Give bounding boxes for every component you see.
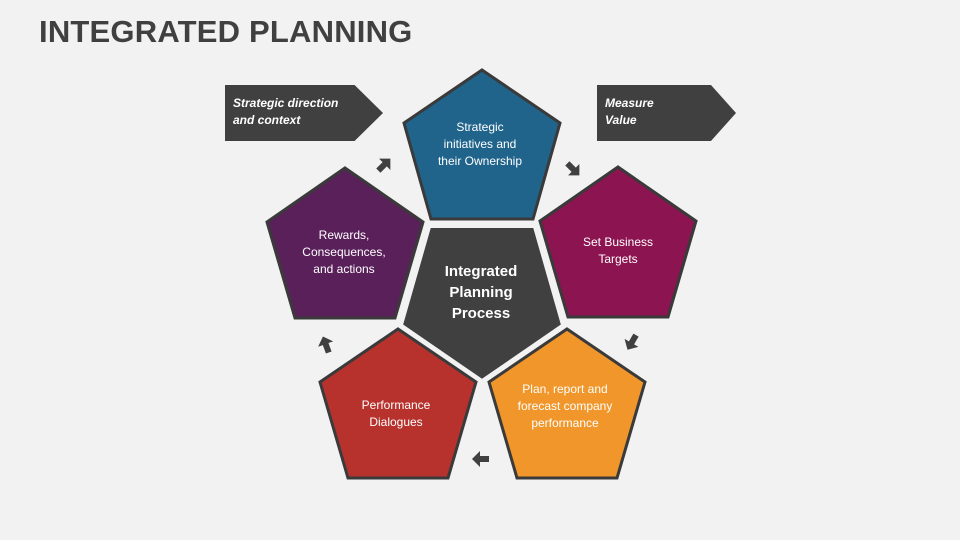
pentagon-rewards-consequences	[265, 166, 425, 320]
arrow-1-icon	[376, 158, 391, 173]
measure-value-tag: Measure Value	[597, 85, 736, 141]
arrow-4-icon	[472, 451, 489, 467]
step-label-rewards-consequences: Rewards, Consequences, and actions	[302, 228, 386, 276]
pentagon-performance-dialogues	[318, 327, 478, 480]
step-label-strategic-initiatives: Strategic initiatives and their Ownershi…	[437, 120, 523, 168]
step-label-plan-report-forecast: Plan, report and forecast company perfor…	[517, 382, 613, 430]
measure-value-label: Measure Value	[605, 96, 654, 127]
pentagon-plan-report-forecast	[487, 327, 647, 480]
step-label-set-business-targets: Set Business Targets	[582, 235, 654, 266]
strategic-direction-tag: Strategic direction and context	[225, 85, 383, 141]
pentagon-strategic-initiatives	[402, 68, 562, 221]
arrow-2-icon	[565, 161, 580, 176]
strategic-direction-label: Strategic direction and context	[233, 96, 339, 127]
center-label: Integrated Planning Process	[444, 263, 518, 322]
pentagon-set-business-targets	[538, 165, 698, 319]
step-label-performance-dialogues: Performance Dialogues	[361, 398, 431, 429]
arrow-3-icon	[624, 333, 639, 350]
page-title: INTEGRATED PLANNING	[39, 14, 413, 49]
arrow-5-icon	[318, 336, 334, 354]
center-pentagon	[400, 226, 564, 382]
